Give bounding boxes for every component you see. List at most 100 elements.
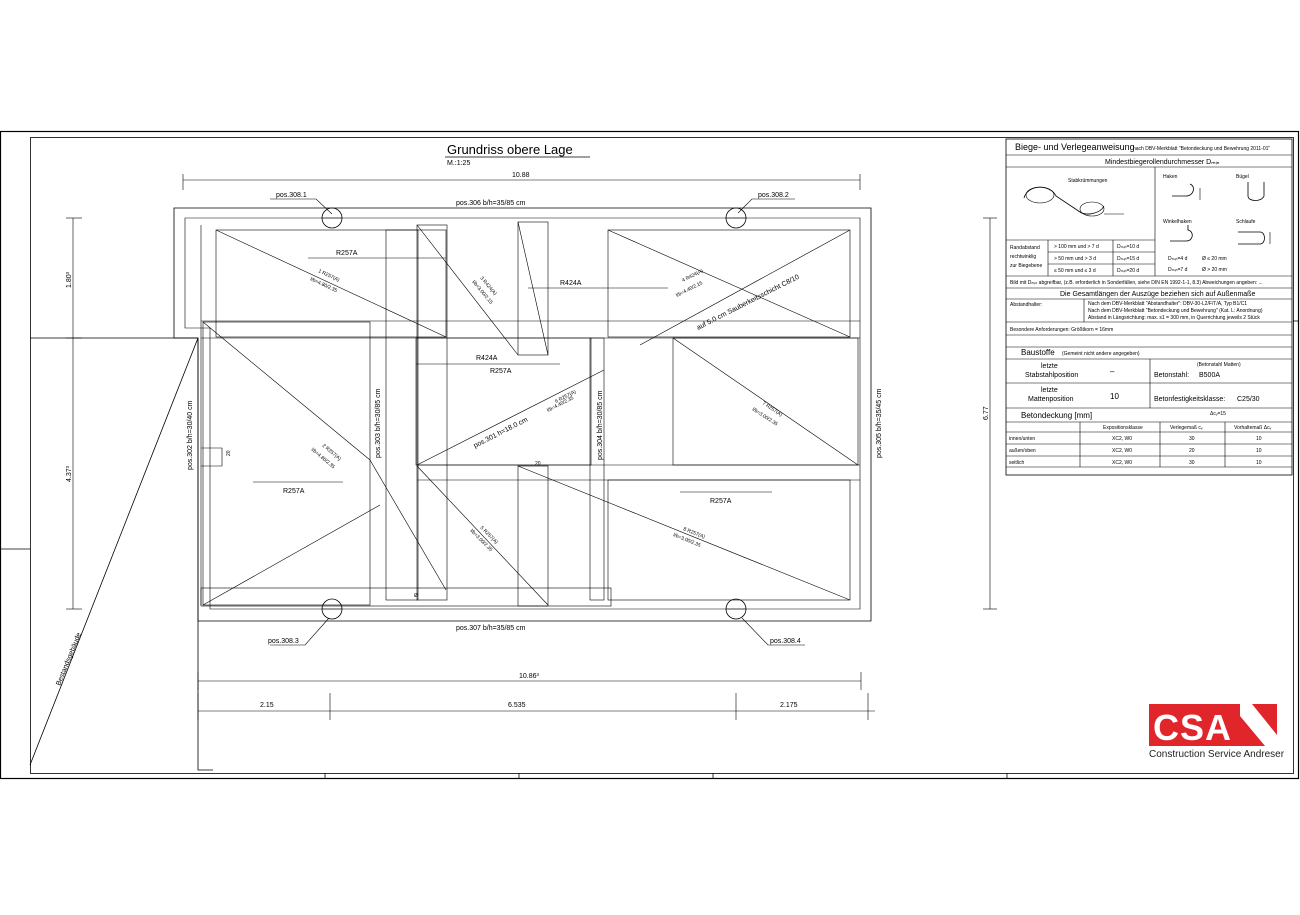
diag-8: [517, 465, 851, 601]
label-pos-308-2: pos.308.2: [758, 192, 789, 199]
label-rechtwinklig: rechtwinklig: [1010, 254, 1036, 260]
drawing-scale: M.:1:25: [447, 160, 470, 167]
label-schlaufe: Schlaufe: [1236, 219, 1256, 225]
dim-left-upper-label: 1.80³: [66, 271, 73, 288]
dmin-hook-small: Dₘᵢₙ=4 d: [1168, 256, 1188, 262]
rule-note: Bild mit Dₘᵢₙ abgreifbar, (z.B. erforder…: [1010, 280, 1263, 286]
label-pos-307: pos.307 b/h=35/85 cm: [456, 625, 526, 632]
mesh-label-3: R424A: [476, 355, 498, 362]
dim-top-label: 10.88: [512, 172, 530, 179]
dmin-hook-small-cond: Ø ≤ 20 mm: [1202, 256, 1227, 262]
leader-308-3: [270, 617, 330, 646]
betonfestigkeit-value: C25/30: [1237, 396, 1260, 403]
mesh-panel-2: [202, 321, 371, 606]
label-biegebene: zur Biegebene: [1010, 263, 1042, 269]
mesh-panel-11: [607, 479, 851, 601]
mesh-panel-5: [517, 221, 549, 356]
dim-left-lower-label: 4.37³: [66, 465, 73, 482]
dmin-hook-large-cond: Ø > 20 mm: [1202, 267, 1227, 273]
cov-r3-c4: 10: [1256, 460, 1262, 466]
cov-header-3: Vorhaltemaß Δcᵥ: [1234, 425, 1272, 431]
hook-icon: [1172, 183, 1201, 200]
cov-r2-c2: XC2, W0: [1112, 448, 1132, 454]
stirrup-icon: [1247, 182, 1265, 201]
label-pos-303: pos.303 b/h=30/85 cm: [375, 388, 382, 458]
cov-r2-c4: 10: [1256, 448, 1262, 454]
info-panel-frame: [1005, 138, 1293, 476]
small-mark-a: 20: [226, 450, 232, 456]
row-3-cond: ≤ 50 mm und ≤ 3 d: [1054, 268, 1096, 274]
mattenposition-value: 10: [1110, 392, 1119, 401]
small-mark-c: Ø: [414, 593, 418, 599]
label-stabkruemmungen: Stabkrümmungen: [1068, 178, 1108, 184]
leader-308-4: [741, 617, 805, 646]
label-pos-302: pos.302 b/h=30/40 cm: [187, 400, 194, 470]
bend-reference: nach DBV-Merkblatt "Betondeckung und Bew…: [1133, 146, 1270, 152]
cov-header-2: Verlegemaß cᵥ: [1170, 425, 1203, 431]
leader-308-1: [270, 198, 333, 215]
absetz-line-3: Abstand in Längsrichtung: max. s1 = 300 …: [1088, 315, 1260, 321]
mesh-label-2: R424A: [560, 280, 582, 287]
cov-r1-c2: XC2, W0: [1112, 436, 1132, 442]
label-pos-308-3: pos.308.3: [268, 638, 299, 645]
dim-bottom-label: 10.86³: [519, 673, 540, 680]
diag-7: [672, 337, 859, 466]
diag-6: [416, 465, 549, 606]
small-mark-box: [201, 447, 223, 467]
bend-subtitle: Mindestbiegerollendurchmesser Dₘᵢₙ: [1105, 159, 1220, 166]
label-randabstand: Randabstand: [1010, 245, 1040, 251]
label-pos-304: pos.304 b/h=30/85 cm: [597, 390, 604, 460]
cov-r2-c3: 20: [1189, 448, 1195, 454]
row-2-val: Dₘᵢₙ=15 d: [1117, 256, 1139, 262]
mesh-panel-8: [589, 337, 605, 601]
betonstahl-label: Betonstahl:: [1154, 372, 1189, 379]
baustoffe-note: (Gemeint nicht andere angegeben): [1062, 351, 1140, 357]
mesh-panel-3: [385, 229, 419, 601]
diag-2b: [202, 504, 381, 606]
csa-logo: CSA Construction Service Andreser: [1149, 704, 1285, 760]
deckung-small: Δcᵥ=15: [1210, 411, 1226, 417]
deckung-title: Betondeckung [mm]: [1021, 411, 1092, 420]
diag-2a: [202, 321, 371, 461]
label-haken: Haken: [1163, 174, 1178, 180]
mesh-panel-9: [607, 229, 851, 338]
cov-header-1: Expositionsklasse: [1103, 425, 1143, 431]
mesh-panel-1: [215, 229, 447, 338]
dim-bottom-part-3: 2.175: [780, 702, 798, 709]
stabstahlposition-label: Stabstahlposition: [1025, 372, 1078, 379]
loop-icon: [1238, 231, 1271, 245]
existing-building-label: Bestandsgebäude: [55, 632, 83, 687]
mesh-panel-12: [200, 587, 612, 607]
diag-3: [416, 224, 519, 356]
logo-brand: CSA: [1153, 707, 1232, 748]
gesamt-note: Die Gesamtlängen der Auszüge beziehen si…: [1060, 291, 1255, 298]
mesh-panel-10: [672, 337, 859, 466]
diag-4b: [639, 229, 851, 346]
sheet-inner-frame: [30, 137, 1294, 774]
existing-building-slope: [29, 337, 199, 766]
letzte-stab: letzte: [1041, 363, 1058, 370]
row-2-cond: > 50 mm und > 3 d: [1054, 256, 1096, 262]
mesh-panel-6: [517, 465, 549, 607]
label-pos-301: pos.301 h=18.0 cm: [473, 416, 530, 449]
label-pos-306: pos.306 b/h=35/85 cm: [456, 200, 526, 207]
cov-r2-c1: außen/oben: [1009, 448, 1036, 454]
betonstahl-value: B500A: [1199, 372, 1220, 379]
label-winkelhaken: Winkelhaken: [1163, 219, 1192, 225]
cov-r1-c4: 10: [1256, 436, 1262, 442]
cov-r1-c3: 30: [1189, 436, 1195, 442]
cov-r1-c1: innen/unten: [1009, 436, 1035, 442]
row-1-val: Dₘᵢₙ=10 d: [1117, 244, 1139, 250]
mesh-label-4: R257A: [490, 368, 512, 375]
label-pos-305: pos.305 b/h=35/45 cm: [876, 388, 883, 458]
dim-bottom-part-1: 2.15: [260, 702, 274, 709]
small-mark-b: 20: [535, 461, 541, 467]
mattenposition-label: Mattenposition: [1028, 396, 1074, 403]
baustoffe-title: Baustoffe: [1021, 348, 1055, 357]
besondere-note: Besondere Anforderungen: Größtkorn = 16m…: [1010, 327, 1113, 333]
foundation-outline-outer: [173, 207, 872, 622]
logo-stripes: [1240, 704, 1277, 746]
diag-5: [416, 369, 605, 466]
drawing-title: Grundriss obere Lage: [447, 142, 573, 157]
